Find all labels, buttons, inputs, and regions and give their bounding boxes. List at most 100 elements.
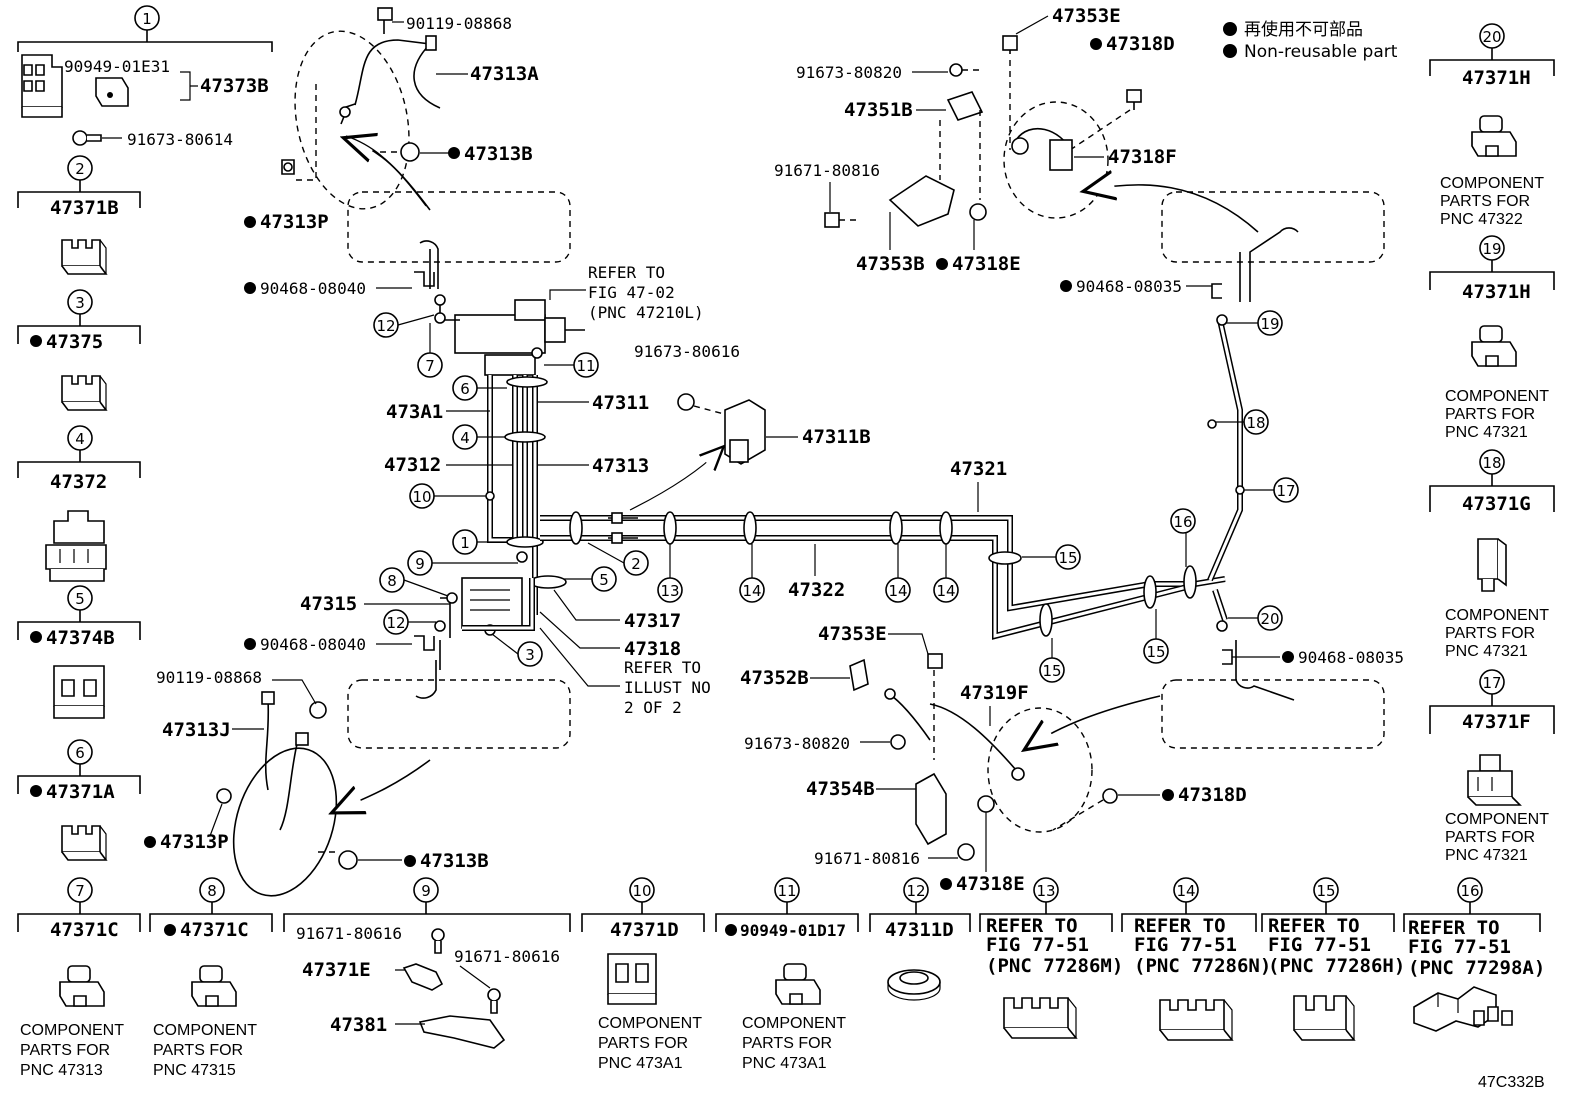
bottom-box-15: 15 [1261,877,1395,1041]
svg-text:47351B: 47351B [844,99,913,121]
label-47371B: 47371B [50,197,119,219]
side-box-1: 1 [17,5,273,146]
side-box-18: 18 [1429,449,1555,592]
svg-text:5: 5 [75,590,85,608]
svg-text:PARTS FOR: PARTS FOR [1445,625,1535,642]
svg-text:4: 4 [75,430,85,448]
svg-text:47317: 47317 [624,610,681,632]
label-47371A: 47371A [46,781,115,803]
legend: 再使用不可部品 Non-reusable part [1223,19,1398,62]
svg-text:COMPONENT: COMPONENT [598,1015,702,1032]
refer-13-line-2: FIG 77-51 [986,934,1089,956]
svg-text:47311: 47311 [592,392,649,414]
svg-text:11: 11 [777,882,796,900]
svg-text:47311B: 47311B [802,426,871,448]
svg-text:16: 16 [1460,882,1479,900]
svg-text:20: 20 [1482,28,1501,46]
side-box-2: 2 [17,155,141,275]
svg-text:COMPONENT: COMPONENT [1445,388,1549,405]
svg-text:COMPONENT: COMPONENT [1445,811,1549,828]
svg-text:15: 15 [1316,882,1335,900]
svg-text:15: 15 [1146,643,1165,661]
label-47371D: 47371D [610,919,679,941]
svg-text:2 OF 2: 2 OF 2 [624,698,682,717]
label-47373B: 47373B [200,75,269,97]
side-box-5: 5 [17,585,141,719]
svg-text:15: 15 [1042,662,1061,680]
svg-text:10: 10 [412,488,431,506]
svg-text:47313: 47313 [592,455,649,477]
svg-text:91673-80616: 91673-80616 [634,342,740,361]
legend-japanese: 再使用不可部品 [1244,19,1363,40]
svg-text:47319F: 47319F [960,682,1029,704]
svg-text:47312: 47312 [384,454,441,476]
label-47372: 47372 [50,471,107,493]
svg-text:47321: 47321 [950,458,1007,480]
svg-text:90468-08035: 90468-08035 [1298,648,1404,667]
svg-text:47318F: 47318F [1108,146,1177,168]
svg-text:2: 2 [631,555,641,573]
svg-text:18: 18 [1246,414,1265,432]
label-90949-01E31: 90949-01E31 [64,57,170,76]
svg-text:19: 19 [1482,240,1501,258]
svg-text:47318E: 47318E [952,253,1021,275]
svg-text:17: 17 [1482,674,1501,692]
label-47374B: 47374B [46,627,115,649]
refer-15-line-1: REFER TO [1268,915,1360,937]
svg-text:473A1: 473A1 [386,401,443,423]
refer-16-line-3: (PNC 77298A) [1408,957,1545,979]
svg-text:47313J: 47313J [162,719,231,741]
svg-text:90468-08035: 90468-08035 [1076,277,1182,296]
refer-13-line-3: (PNC 77286M) [986,955,1123,977]
svg-text:PARTS FOR: PARTS FOR [1445,406,1535,423]
svg-text:47318: 47318 [624,638,681,660]
svg-text:11: 11 [576,357,595,375]
label-91673-80614: 91673-80614 [127,130,233,149]
svg-text:13: 13 [1036,882,1055,900]
refer-16-line-1: REFER TO [1408,917,1500,939]
label-47375: 47375 [46,331,103,353]
label-47371G: 47371G [1462,493,1531,515]
label-47381: 47381 [330,1014,387,1036]
svg-text:FIG 47-02: FIG 47-02 [588,283,675,302]
svg-text:47313A: 47313A [470,63,539,85]
side-box-20: 20 [1429,23,1555,157]
refer-15-line-3: (PNC 77286H) [1268,955,1405,977]
svg-text:47352B: 47352B [740,667,809,689]
svg-text:9: 9 [415,555,425,573]
svg-text:PNC 47321: PNC 47321 [1445,847,1528,864]
svg-text:PARTS FOR: PARTS FOR [1440,193,1530,210]
svg-text:13: 13 [660,582,679,600]
svg-text:47354B: 47354B [806,778,875,800]
label-47371H-b: 47371H [1462,281,1531,303]
svg-text:COMPONENT: COMPONENT [153,1022,257,1039]
svg-text:3: 3 [75,294,85,312]
label-47371C-b: 47371C [180,919,249,941]
svg-text:5: 5 [599,571,609,589]
refer-14-line-2: FIG 77-51 [1134,934,1237,956]
refer-15-line-2: FIG 77-51 [1268,934,1371,956]
bottom-box-12: 12 [869,877,971,1001]
svg-text:47322: 47322 [788,579,845,601]
svg-text:91673-80820: 91673-80820 [744,734,850,753]
label-47371H-a: 47371H [1462,67,1531,89]
side-box-4: 4 [17,425,141,582]
svg-text:8: 8 [387,572,397,590]
svg-text:COMPONENT: COMPONENT [20,1022,124,1039]
bottom-box-8: 8 [149,877,273,1007]
refer-14-line-3: (PNC 77286N) [1134,955,1271,977]
bottom-box-13: 13 [979,877,1113,1039]
svg-text:3: 3 [525,646,535,664]
svg-text:2: 2 [75,160,85,178]
label-91671-80616-b: 91671-80616 [454,947,560,966]
svg-text:47318E: 47318E [956,873,1025,895]
svg-text:47313B: 47313B [420,850,489,872]
svg-text:12: 12 [906,882,925,900]
label-47371E: 47371E [302,959,371,981]
svg-text:PARTS FOR: PARTS FOR [153,1042,243,1059]
svg-text:90468-08040: 90468-08040 [260,279,366,298]
svg-text:PNC 47321: PNC 47321 [1445,643,1528,660]
label-47311D: 47311D [885,919,954,941]
refer-13-line-1: REFER TO [986,915,1078,937]
svg-text:12: 12 [376,317,395,335]
